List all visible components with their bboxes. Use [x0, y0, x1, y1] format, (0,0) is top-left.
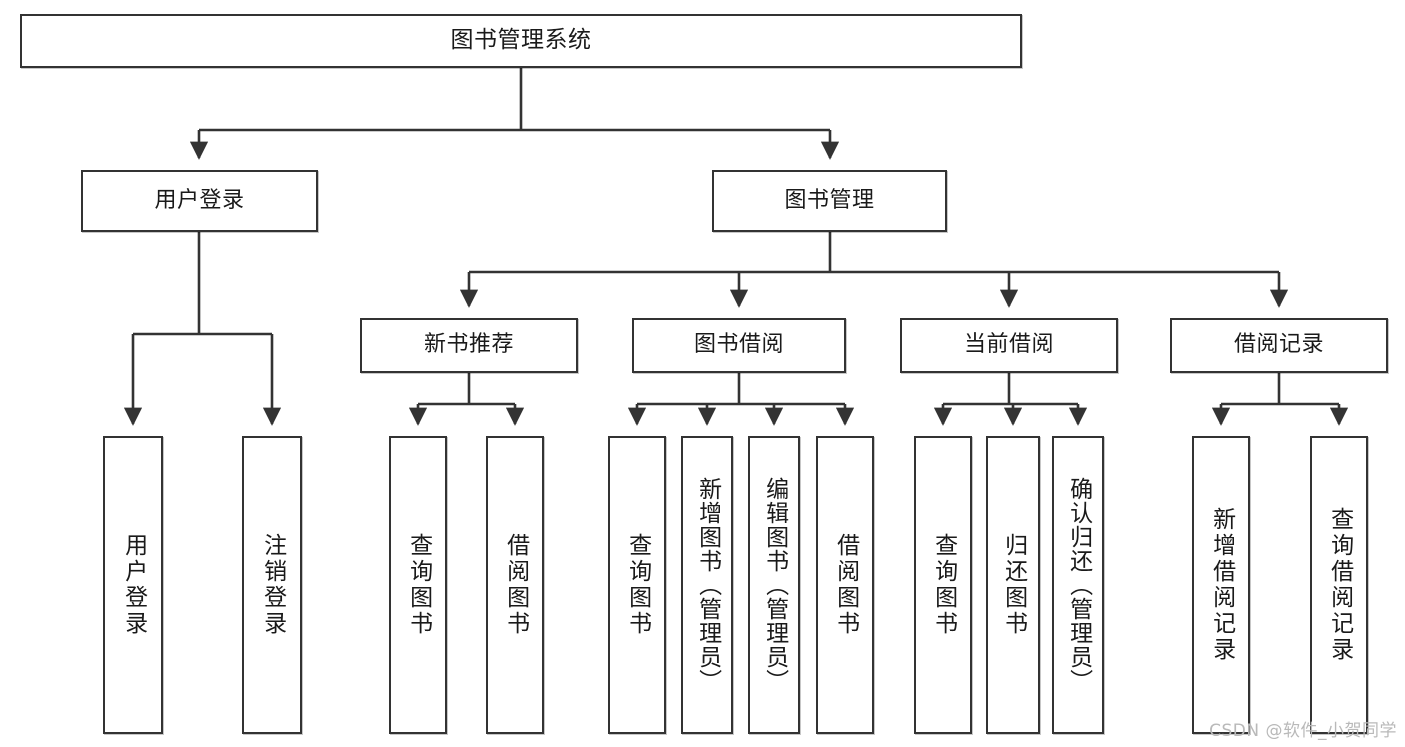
- node-leaf-query-book-3[interactable]: 查询图书: [914, 436, 972, 734]
- node-leaf-confirm-return[interactable]: 确认归还（管理员）: [1052, 436, 1104, 734]
- node-leaf-return-book-label: 归还图书: [1000, 533, 1027, 637]
- node-leaf-add-book[interactable]: 新增图书（管理员）: [681, 436, 733, 734]
- node-book-borrow[interactable]: 图书借阅: [632, 318, 846, 373]
- node-borrow-record-label: 借阅记录: [1233, 332, 1324, 358]
- node-new-book-recommend[interactable]: 新书推荐: [360, 318, 578, 373]
- node-leaf-query-book-1-label: 查询图书: [405, 533, 432, 637]
- node-leaf-add-record[interactable]: 新增借阅记录: [1192, 436, 1250, 734]
- node-leaf-borrow-book-1-label: 借阅图书: [502, 533, 529, 637]
- node-current-borrow-label: 当前借阅: [963, 332, 1054, 358]
- node-leaf-query-book-1[interactable]: 查询图书: [389, 436, 447, 734]
- node-leaf-user-logout[interactable]: 注销登录: [242, 436, 302, 734]
- node-book-borrow-label: 图书借阅: [693, 332, 784, 358]
- node-leaf-borrow-book-2[interactable]: 借阅图书: [816, 436, 874, 734]
- node-leaf-edit-book[interactable]: 编辑图书（管理员）: [748, 436, 800, 734]
- node-book-manage[interactable]: 图书管理: [712, 170, 947, 232]
- node-leaf-user-login[interactable]: 用户登录: [103, 436, 163, 734]
- node-leaf-borrow-book-1[interactable]: 借阅图书: [486, 436, 544, 734]
- node-root[interactable]: 图书管理系统: [20, 14, 1022, 68]
- node-leaf-query-record-label: 查询借阅记录: [1326, 507, 1353, 663]
- node-user-login[interactable]: 用户登录: [81, 170, 318, 232]
- node-leaf-user-login-label: 用户登录: [120, 533, 147, 637]
- node-leaf-edit-book-label: 编辑图书（管理员）: [761, 477, 788, 693]
- node-leaf-add-book-label: 新增图书（管理员）: [694, 477, 721, 693]
- node-book-manage-label: 图书管理: [784, 187, 875, 213]
- node-leaf-query-book-2[interactable]: 查询图书: [608, 436, 666, 734]
- node-user-login-label: 用户登录: [154, 187, 245, 213]
- node-current-borrow[interactable]: 当前借阅: [900, 318, 1118, 373]
- node-leaf-user-logout-label: 注销登录: [259, 533, 286, 637]
- node-borrow-record[interactable]: 借阅记录: [1170, 318, 1388, 373]
- node-leaf-query-book-2-label: 查询图书: [624, 533, 651, 637]
- node-leaf-query-book-3-label: 查询图书: [930, 533, 957, 637]
- node-leaf-add-record-label: 新增借阅记录: [1208, 507, 1235, 663]
- node-leaf-query-record[interactable]: 查询借阅记录: [1310, 436, 1368, 734]
- node-leaf-borrow-book-2-label: 借阅图书: [832, 533, 859, 637]
- node-leaf-return-book[interactable]: 归还图书: [986, 436, 1040, 734]
- node-new-book-recommend-label: 新书推荐: [423, 332, 514, 358]
- node-leaf-confirm-return-label: 确认归还（管理员）: [1065, 477, 1092, 693]
- node-root-label: 图书管理系统: [450, 27, 592, 54]
